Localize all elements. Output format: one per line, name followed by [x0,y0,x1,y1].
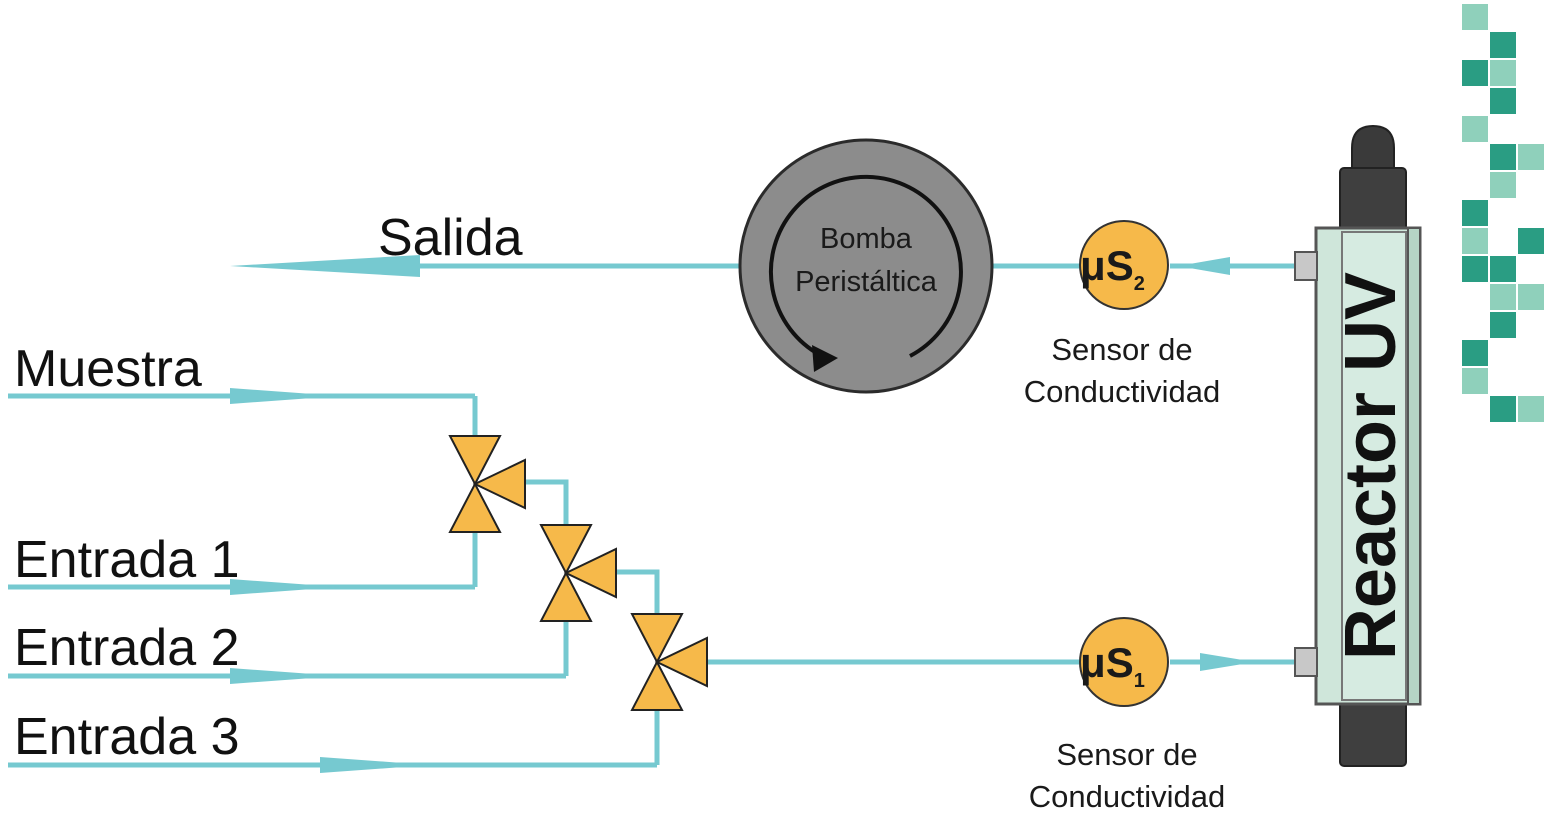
uv-reactor: Reactor UV [1294,124,1422,767]
mosaic-square [1462,340,1488,366]
muestra-label: Muestra [14,340,202,398]
mosaic-square [1462,256,1488,282]
mosaic-square [1518,144,1544,170]
mosaic-square [1490,60,1516,86]
conductivity-sensor-2: μS2 Sensor de Conductividad [1024,220,1220,409]
mosaic-square [1462,60,1488,86]
mosaic-square [1490,172,1516,198]
valve2-to-valve3-pipe [616,569,660,615]
mosaic-square [1462,368,1488,394]
valve-2 [539,524,617,622]
sensor2-subscript: 2 [1134,273,1145,295]
mosaic-square [1490,312,1516,338]
reactor-inlet-port [1294,647,1318,677]
pump-label-line2: Peristáltica [795,266,938,298]
sensor1-caption-line1: Sensor de [1056,737,1197,772]
rotation-arrow-icon [769,174,963,358]
decorative-mosaic [1462,4,1544,422]
sensor1-caption-line2: Conductividad [1029,779,1225,814]
reactor-to-sensor2-arrow [1178,257,1230,275]
reactor-top-cap [1351,124,1395,171]
mosaic-square [1490,144,1516,170]
muestra-arrow [230,388,340,404]
mosaic-square [1462,4,1488,30]
mosaic-square [1490,284,1516,310]
sensor1-subscript: 1 [1134,670,1145,692]
mosaic-square [1490,396,1516,422]
sensor2-caption-line1: Sensor de [1051,332,1192,367]
valve1-to-valve2-pipe [525,479,569,525]
mosaic-square [1490,88,1516,114]
mosaic-square [1490,256,1516,282]
mosaic-square [1462,200,1488,226]
entrada2-label: Entrada 2 [14,619,240,677]
conductivity-sensor-1: μS1 Sensor de Conductividad [1029,617,1225,814]
salida-arrow [230,255,420,277]
entrada1-arrow [230,579,340,595]
sensor1-symbol: μS [1080,639,1134,686]
entrada2-arrow [230,668,340,684]
pump-label-line1: Bomba [820,223,913,255]
svg-text:μS2: μS2 [1080,242,1145,295]
reactor-label: Reactor UV [1331,272,1411,660]
sensor2-symbol: μS [1080,242,1134,289]
sensor1-to-reactor-arrow [1200,653,1255,671]
valve-3 [630,613,708,711]
reactor-outlet-port [1294,251,1318,281]
mosaic-square [1518,396,1544,422]
entrada1-label: Entrada 1 [14,531,240,589]
peristaltic-pump: Bomba Peristáltica [738,138,994,394]
mosaic-square [1490,32,1516,58]
salida-label: Salida [378,209,523,267]
entrada3-label: Entrada 3 [14,708,240,766]
mosaic-square [1462,116,1488,142]
mosaic-square [1518,284,1544,310]
valve-1 [448,435,526,533]
entrada3-arrow [320,757,430,773]
pipes [8,255,1295,773]
svg-text:μS1: μS1 [1080,639,1145,692]
mosaic-square [1462,228,1488,254]
sensor2-caption-line2: Conductividad [1024,374,1220,409]
mosaic-square [1518,228,1544,254]
